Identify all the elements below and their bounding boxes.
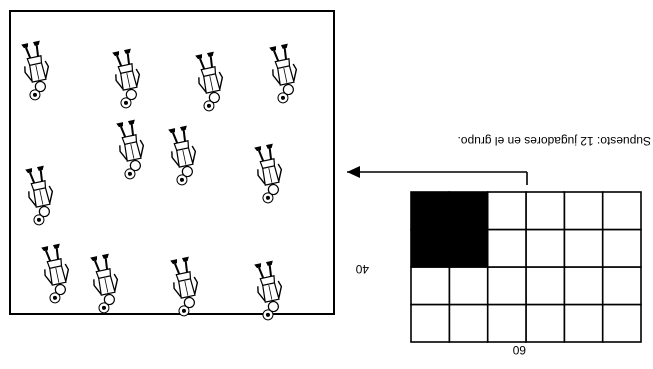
grid-cell [601,228,642,268]
grid-cell-filled [410,228,451,268]
grid-cell-filled [410,191,451,231]
grid-cell [563,228,604,268]
grid-cell [525,266,566,306]
grid-cell [448,266,489,306]
grid-cell [601,303,642,343]
grid-diagram [410,191,642,343]
grid-cell [601,266,642,306]
grid-width-label: 60 [512,343,526,357]
grid-cell [563,303,604,343]
grid-cell [448,303,489,343]
grid-cell [563,191,604,231]
grid-cell [410,266,451,306]
grid-cell [486,191,527,231]
arrow-left-icon [347,166,528,185]
grid-cell [486,303,527,343]
grid-cell [525,303,566,343]
grid-cell [525,191,566,231]
grid-cell [525,228,566,268]
grid-cell [410,303,451,343]
grid-cell-filled [448,228,489,268]
grid-cell-filled [448,191,489,231]
grid-cell [486,266,527,306]
grid-cell [563,266,604,306]
grid-height-label: 40 [355,262,369,276]
caption-text: Supuesto: 12 jugadores en el grupo. [457,134,651,148]
grid-cell [486,228,527,268]
grid-cell [601,191,642,231]
